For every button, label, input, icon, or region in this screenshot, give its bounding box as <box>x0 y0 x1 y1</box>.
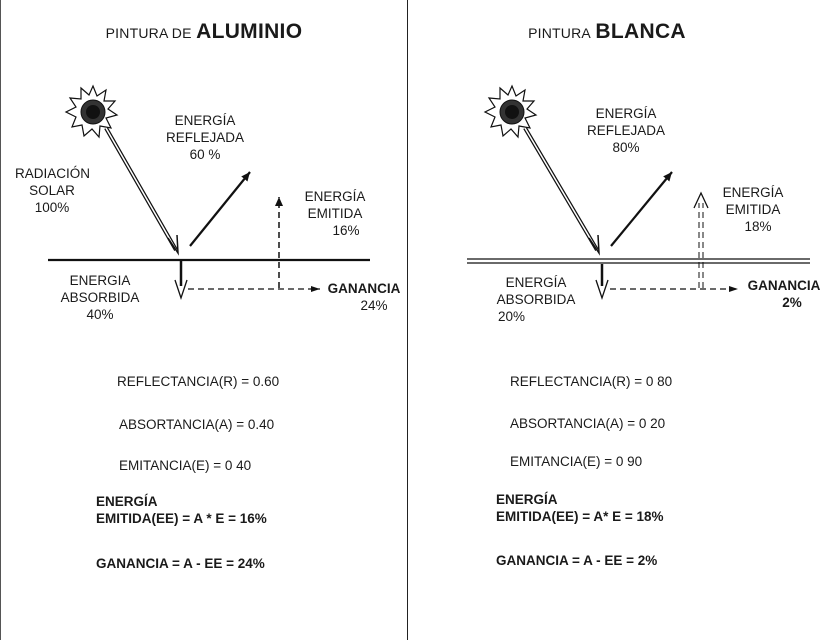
eq-reflectancia: REFLECTANCIA(R) = 0 80 <box>510 374 673 389</box>
eq-line: EMITIDA(EE) = A* E = 18% <box>496 509 664 524</box>
sun-icon <box>64 84 119 139</box>
eq-line: ENERGÍA <box>96 494 158 509</box>
eq-absortancia: ABSORTANCIA(A) = 0 20 <box>510 416 666 431</box>
eq-emitancia: EMITANCIA(E) = 0 40 <box>119 458 252 473</box>
label-ganancia: GANANCIA 24% <box>323 280 405 314</box>
label-energia-absorbida: ENERGÍA ABSORBIDA 20% <box>490 274 582 325</box>
label-line: ABSORBIDA <box>60 290 140 305</box>
eq-ganancia: GANANCIA = A - EE = 2% <box>496 553 658 568</box>
reflected-energy-arrow <box>189 171 251 247</box>
eq-absortancia: ABSORTANCIA(A) = 0.40 <box>119 417 275 432</box>
label-line: ENERGÍA <box>304 189 366 204</box>
title-big: ALUMINIO <box>196 20 303 43</box>
sun-icon <box>483 84 538 139</box>
label-value: 2% <box>782 295 802 310</box>
title-big: BLANCA <box>595 20 686 43</box>
eq-energia-emitida: ENERGÍA EMITIDA(EE) = A* E = 18% <box>496 491 664 525</box>
reflected-energy-arrow <box>610 171 673 247</box>
eq-energia-emitida: ENERGÍA EMITIDA(EE) = A * E = 16% <box>96 493 267 527</box>
absorbed-energy-arrow <box>174 261 188 301</box>
eq-line: ENERGÍA <box>496 492 558 507</box>
label-line: ENERGÍA <box>505 275 567 290</box>
label-value: 20% <box>498 309 526 324</box>
title-small: PINTURA DE <box>105 25 192 41</box>
label-line: GANANCIA <box>747 278 821 293</box>
label-line: EMITIDA <box>725 202 781 217</box>
label-value: 16% <box>332 223 360 238</box>
surface-line <box>467 258 810 264</box>
label-line: SOLAR <box>29 183 75 198</box>
label-ganancia: GANANCIA 2% <box>742 277 826 311</box>
label-line: ABSORBIDA <box>496 292 576 307</box>
title-small: PINTURA <box>528 25 591 41</box>
label-line: ENERGÍA <box>722 185 784 200</box>
label-line: ENERGIA <box>69 273 131 288</box>
incoming-radiation-arrow <box>523 126 600 256</box>
panel-aluminio: PINTURA DE ALUMINIO RADIACIÓN SOLAR 100%… <box>0 0 408 640</box>
label-value: 60 % <box>189 147 221 162</box>
label-value: 100% <box>34 200 70 215</box>
label-line: REFLEJADA <box>165 130 245 145</box>
label-radiacion-solar: RADIACIÓN SOLAR 100% <box>15 165 91 216</box>
label-line: ENERGÍA <box>174 113 236 128</box>
label-value: 18% <box>744 219 772 234</box>
eq-reflectancia: REFLECTANCIA(R) = 0.60 <box>117 374 280 389</box>
label-value: 40% <box>86 307 114 322</box>
label-line: ENERGÍA <box>595 106 657 121</box>
label-line: GANANCIA <box>327 281 401 296</box>
label-energia-reflejada: ENERGÍA REFLEJADA 60 % <box>153 112 257 163</box>
label-energia-emitida: ENERGÍA EMITIDA 16% <box>297 188 373 239</box>
label-value: 24% <box>360 298 388 313</box>
incoming-radiation-arrow <box>104 127 179 256</box>
eq-ganancia: GANANCIA = A - EE = 24% <box>96 556 265 571</box>
panel-title: PINTURA DE ALUMINIO <box>1 20 407 44</box>
label-line: RADIACIÓN <box>15 166 91 181</box>
eq-emitancia: EMITANCIA(E) = 0 90 <box>510 454 643 469</box>
emitted-energy-arrow <box>693 191 709 288</box>
label-energia-reflejada: ENERGÍA REFLEJADA 80% <box>574 105 678 156</box>
label-energia-absorbida: ENERGIA ABSORBIDA 40% <box>55 272 145 323</box>
eq-line: EMITIDA(EE) = A * E = 16% <box>96 511 267 526</box>
label-line: EMITIDA <box>307 206 363 221</box>
label-energia-emitida: ENERGÍA EMITIDA 18% <box>712 184 794 235</box>
absorbed-energy-arrow <box>595 264 609 301</box>
label-line: REFLEJADA <box>586 123 666 138</box>
panel-blanca: PINTURA BLANCA ENERGÍA REFLEJADA 80% ENE… <box>408 0 826 640</box>
label-value: 80% <box>612 140 640 155</box>
panel-title: PINTURA BLANCA <box>398 20 816 44</box>
